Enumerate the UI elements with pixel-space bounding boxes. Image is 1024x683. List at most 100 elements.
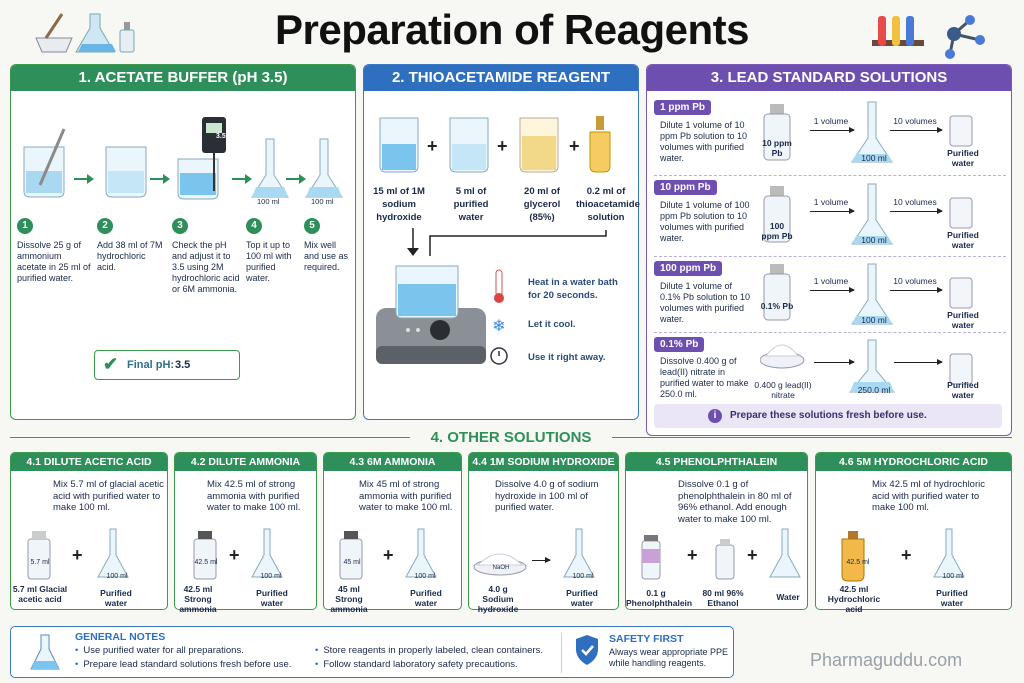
step-number: 5 bbox=[304, 218, 320, 234]
lead-row-text: Dilute 1 volume of 100 ppm Pb solution t… bbox=[660, 200, 750, 243]
lead-glassware-illustration bbox=[760, 101, 973, 393]
sub-heading: 4.6 5M HYDROCHLORIC ACID bbox=[816, 453, 1011, 471]
sub-heading: 4.2 DILUTE AMMONIA bbox=[175, 453, 316, 471]
step-number: 3 bbox=[172, 218, 188, 234]
component-label: 0.1 g Phenolphthalein bbox=[626, 588, 693, 608]
component-label: Purified water bbox=[936, 588, 968, 608]
flask-icon bbox=[30, 634, 60, 670]
bottle-label: 0.1% Pb bbox=[760, 301, 794, 311]
note-item: Follow standard laboratory safety precau… bbox=[315, 658, 543, 672]
component-label: Purified water bbox=[410, 588, 442, 608]
plus-sign: + bbox=[72, 545, 83, 565]
plus-sign: + bbox=[383, 545, 394, 565]
sub-desc: Mix 42.5 ml of strong ammonia with purif… bbox=[207, 479, 301, 513]
component-label: 45 ml Strong ammonia bbox=[330, 584, 368, 614]
svg-text:❄: ❄ bbox=[492, 318, 505, 335]
water-label: Purified water bbox=[947, 148, 979, 168]
ph-meter-reading: 3.50 bbox=[216, 133, 230, 140]
check-icon: ✔ bbox=[103, 354, 119, 374]
step-arrow bbox=[286, 174, 306, 184]
sub-panel-naoh: 4.4 1M SODIUM HYDROXIDE Dissolve 4.0 g o… bbox=[468, 452, 619, 610]
flask-label: 100 ml bbox=[260, 573, 282, 580]
plus-sign: + bbox=[687, 545, 698, 565]
ingredient-label: 20 ml of glycerol (85%) bbox=[523, 186, 561, 223]
bottle-tag: 45 ml bbox=[343, 559, 361, 566]
sub-desc: Dissolve 4.0 g of sodium hydroxide in 10… bbox=[495, 479, 599, 513]
flask-label: 100 ml bbox=[861, 153, 887, 163]
notes-col2: Store reagents in properly labeled, clea… bbox=[315, 644, 543, 672]
water-label: Purified water bbox=[947, 310, 979, 330]
arrow bbox=[532, 557, 551, 563]
arrow bbox=[810, 287, 855, 293]
sub-desc: Mix 42.5 ml of hydrochloric acid with pu… bbox=[872, 479, 985, 513]
sub-heading: 4.5 PHENOLPHTHALEIN bbox=[626, 453, 807, 471]
arrow bbox=[890, 127, 943, 133]
thio-step: Use it right away. bbox=[528, 352, 606, 363]
sub-heading: 4.4 1M SODIUM HYDROXIDE bbox=[469, 453, 618, 471]
flask-label: 100 ml bbox=[942, 573, 964, 580]
sub-desc: Mix 5.7 ml of glacial acetic acid with p… bbox=[53, 479, 164, 513]
component-label: 80 ml 96% Ethanol bbox=[702, 588, 744, 608]
ingredient-label: 5 ml of purified water bbox=[453, 186, 489, 223]
note-item: Prepare lead standard solutions fresh be… bbox=[75, 658, 291, 672]
bottle-label: 10 ppm Pb bbox=[762, 138, 792, 158]
arrow bbox=[810, 127, 855, 133]
step-text: Dissolve 25 g of ammonium acetate in 25 … bbox=[17, 240, 91, 283]
plus-sign: + bbox=[569, 136, 580, 156]
step-text: Add 38 ml of 7M hydrochloric acid. bbox=[97, 240, 163, 272]
flask-label: 100 ml bbox=[861, 315, 887, 325]
acetate-buffer-panel: 1. ACETATE BUFFER (pH 3.5) bbox=[10, 64, 356, 420]
flask-label: 100 ml bbox=[414, 573, 436, 580]
step-arrow bbox=[150, 174, 170, 184]
thio-ingredients-illustration bbox=[379, 116, 611, 173]
step5-flask-label: 100 ml bbox=[311, 197, 334, 206]
step-number: 2 bbox=[97, 218, 113, 234]
plus-sign: + bbox=[229, 545, 240, 565]
notes-heading: GENERAL NOTES bbox=[75, 631, 166, 643]
volume-label: 10 volumes bbox=[893, 116, 937, 126]
bottle-tag: 42.5 ml bbox=[194, 559, 218, 566]
volume-label: 1 volume bbox=[813, 276, 849, 286]
step-text: Top it up to 100 ml with purified water. bbox=[246, 240, 292, 283]
step-number: 4 bbox=[246, 218, 262, 234]
component-label: 5.7 ml Glacial acetic acid bbox=[12, 584, 68, 604]
sub-heading: 4.3 6M AMMONIA bbox=[324, 453, 461, 471]
final-ph-box: ✔ Final pH: 3.5 bbox=[94, 350, 240, 380]
plus-sign: + bbox=[747, 545, 758, 565]
final-ph-label: Final pH: bbox=[127, 359, 175, 371]
section-divider bbox=[612, 437, 1012, 438]
notes-col1: Use purified water for all preparations.… bbox=[75, 644, 291, 672]
safety-heading: SAFETY FIRST bbox=[609, 633, 684, 645]
row-divider bbox=[654, 256, 1006, 257]
sub-desc: Dissolve 0.1 g of phenolphthalein in 80 … bbox=[678, 479, 792, 525]
sub-panel-5m-hcl: 4.6 5M HYDROCHLORIC ACID Mix 42.5 ml of … bbox=[815, 452, 1012, 610]
bottle-tag: 42.5 ml bbox=[846, 559, 870, 566]
lead-tag: 1 ppm Pb bbox=[654, 100, 712, 115]
sub-panel-phenolphthalein: 4.5 PHENOLPHTHALEIN Dissolve 0.1 g of ph… bbox=[625, 452, 808, 610]
other-heading: 4. OTHER SOLUTIONS bbox=[430, 429, 592, 446]
lead-tag: 100 ppm Pb bbox=[654, 261, 723, 276]
section-divider bbox=[10, 437, 410, 438]
page-title: Preparation of Reagents bbox=[275, 6, 749, 53]
final-ph-value: 3.5 bbox=[175, 359, 191, 371]
ingredient-label: 0.2 ml of thioacetamide solution bbox=[576, 186, 640, 223]
arrow bbox=[894, 359, 943, 365]
component-label: 4.0 g Sodium hydroxide bbox=[477, 584, 519, 614]
note-item: Store reagents in properly labeled, clea… bbox=[315, 644, 543, 658]
row-divider bbox=[654, 175, 1006, 176]
arrow bbox=[810, 208, 855, 214]
lead-tag: 10 ppm Pb bbox=[654, 180, 717, 195]
row-divider bbox=[654, 332, 1006, 333]
volume-label: 1 volume bbox=[813, 116, 849, 126]
flask-label: 250.0 ml bbox=[857, 385, 891, 395]
component-label: Water bbox=[776, 592, 800, 602]
arrow bbox=[890, 208, 943, 214]
lead-row-text: Dissolve 0.400 g of lead(II) nitrate in … bbox=[660, 356, 749, 399]
thio-step: Heat in a water bath for 20 seconds. bbox=[528, 277, 618, 301]
sub-panel-dilute-ammonia: 4.2 DILUTE AMMONIA Mix 42.5 ml of strong… bbox=[174, 452, 317, 610]
watermark: Pharmaguddu.com bbox=[810, 650, 963, 670]
step-text: Check the pH and adjust it to 3.5 using … bbox=[172, 240, 240, 294]
sub-heading: 4.1 DILUTE ACETIC ACID bbox=[11, 453, 167, 471]
lead-heading: 3. LEAD STANDARD SOLUTIONS bbox=[647, 65, 1011, 91]
water-bath-illustration: ❄ bbox=[376, 228, 607, 365]
